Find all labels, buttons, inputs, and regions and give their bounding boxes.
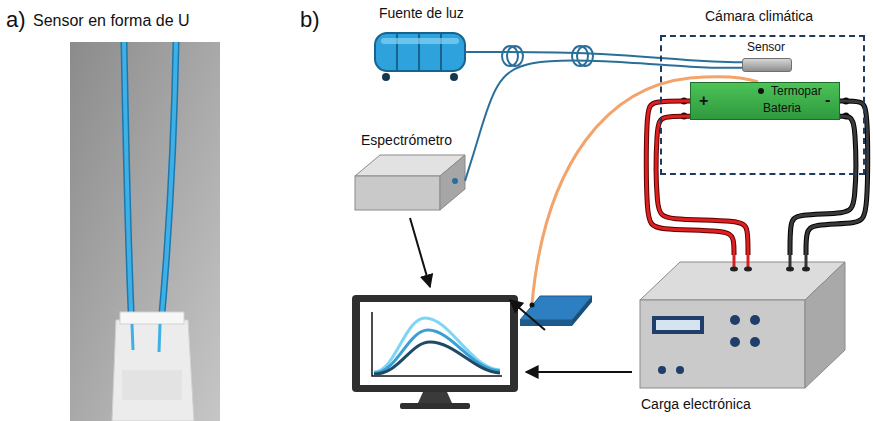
- load-terminal: [744, 267, 752, 272]
- panel-letter: a): [6, 7, 26, 32]
- cable-outline: [806, 101, 868, 255]
- spectrometer-drawing: [440, 155, 465, 210]
- node-heading: Carga electrónica: [641, 396, 751, 412]
- cable-outline: [656, 116, 748, 255]
- light-source-drawing: [375, 33, 465, 81]
- electronic-load-drawing: [750, 315, 760, 325]
- electronic-load-drawing: [676, 366, 684, 374]
- node-label: Termopar: [771, 85, 822, 99]
- fiber-coil: [502, 46, 593, 66]
- thermocouple-point: [758, 88, 764, 94]
- data-arrow: [410, 218, 430, 287]
- data-arrow: [410, 218, 632, 372]
- optical-fiber: [465, 61, 742, 181]
- computer-monitor: [418, 392, 452, 403]
- battery: TermoparBateria + -: [690, 82, 840, 120]
- light-source-drawing: [382, 73, 390, 81]
- spectrometer: Espectrómetro: [355, 155, 465, 210]
- computer-monitor: [400, 403, 470, 409]
- light-source: Fuente de luz: [375, 30, 465, 85]
- load-terminal: [747, 254, 750, 268]
- computer-monitor: [360, 302, 510, 385]
- spectrometer-drawing: [355, 155, 465, 210]
- computer-monitor: [374, 330, 500, 373]
- light-source-drawing: [375, 33, 465, 71]
- data-logger: [520, 320, 572, 326]
- load-terminal: [730, 254, 810, 272]
- computer-monitor: [352, 295, 518, 392]
- sensor-photo: [70, 42, 220, 421]
- node-heading: Fuente de luz: [379, 5, 464, 21]
- sensor-photo: [124, 42, 132, 332]
- sensor-photo: [124, 42, 132, 332]
- electronic-load-drawing: [730, 337, 740, 347]
- sensor-photo: [120, 312, 184, 324]
- data-logger: [520, 296, 592, 326]
- load-terminal: [805, 254, 808, 268]
- power-cable: [806, 101, 868, 255]
- data-logger: [572, 296, 592, 326]
- node-heading: Sensor: [747, 41, 785, 55]
- load-terminal: [789, 254, 792, 268]
- load-terminal: [802, 267, 810, 272]
- node-heading: Bateria: [763, 102, 801, 116]
- computer-monitor: [374, 318, 500, 372]
- sensor-photo: [160, 42, 176, 336]
- node-heading: Cámara climática: [705, 8, 813, 24]
- load-terminal: [730, 267, 738, 272]
- light-source-drawing: [381, 38, 459, 44]
- spectrometer-drawing: [355, 176, 440, 210]
- data-arrow: [526, 371, 632, 373]
- panel-letter: b): [300, 7, 320, 32]
- electronic-load-drawing: [750, 337, 760, 347]
- sensor-photo: [70, 42, 220, 421]
- sensor-photo: [160, 42, 176, 336]
- load-terminal: [733, 254, 736, 268]
- fiber-coil: [577, 46, 593, 66]
- electronic-load: Carga electrónica: [637, 255, 847, 390]
- electronic-load-drawing: [658, 366, 666, 374]
- sensor-photo: [159, 324, 160, 352]
- fiber-coil: [507, 46, 523, 66]
- polarity-sign: -: [825, 91, 830, 109]
- electronic-load-drawing: [640, 262, 845, 388]
- power-cable: [806, 101, 868, 255]
- power-cable: [656, 116, 748, 255]
- sensor-photo: [132, 324, 133, 350]
- data-logger: [520, 296, 592, 320]
- climate-chamber: Cámara climáticaSensorTermoparBateria+-: [660, 35, 865, 175]
- electronic-load-drawing: [656, 320, 700, 330]
- electronic-load-drawing: [805, 262, 845, 388]
- sensor-photo: [122, 370, 182, 400]
- optical-fiber: [465, 61, 742, 181]
- panel-title: Sensor en forma de U: [33, 12, 190, 30]
- electronic-load-drawing: [730, 315, 740, 325]
- computer-monitor: [374, 342, 500, 374]
- light-source-drawing: [450, 73, 458, 81]
- load-terminal: [786, 267, 794, 272]
- sensor-photo: [112, 320, 194, 421]
- power-cable: [656, 116, 748, 255]
- node-heading: Espectrómetro: [361, 132, 452, 148]
- electronic-load-drawing: [640, 300, 805, 388]
- data-logger: [530, 303, 535, 308]
- data-arrow: [510, 300, 545, 330]
- cable-outline: [790, 116, 856, 255]
- power-cable: [790, 116, 856, 255]
- polarity-sign: +: [699, 92, 708, 110]
- electronic-load-drawing: [652, 316, 704, 334]
- spectrometer-drawing: [452, 178, 458, 184]
- sensor: Sensor: [742, 58, 792, 72]
- computer-monitor: [372, 312, 502, 376]
- computer-monitor: [352, 295, 518, 409]
- power-cable: [790, 116, 856, 255]
